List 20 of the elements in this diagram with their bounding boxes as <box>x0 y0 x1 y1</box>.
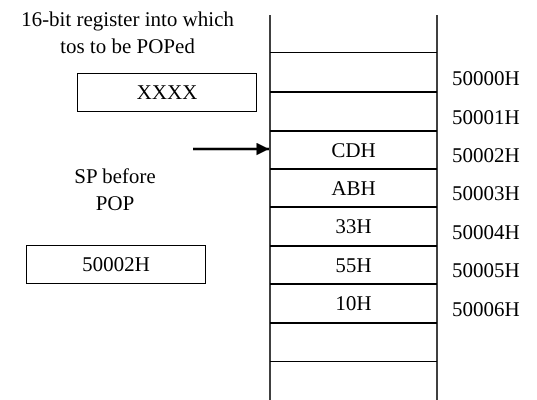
memory-address: 50006H <box>452 296 520 320</box>
register-box: XXXX <box>77 73 257 112</box>
empty-memory-cell <box>270 91 437 132</box>
memory-cell: ABH <box>270 168 437 208</box>
memory-cell: 10H <box>270 283 437 324</box>
memory-address: 50002H <box>452 143 520 167</box>
memory-address: 50000H <box>452 66 520 90</box>
memory-address: 50004H <box>452 220 520 244</box>
memory-cell: 33H <box>270 206 437 247</box>
pointer-arrow <box>193 142 269 156</box>
memory-cell: CDH <box>270 130 437 170</box>
memory-address: 50001H <box>452 104 520 128</box>
memory-cell: 55H <box>270 245 437 285</box>
register-caption: SP before POP <box>73 163 157 217</box>
empty-memory-cell <box>270 52 437 93</box>
register-caption: 16-bit register into which tos to be POPed <box>20 6 235 60</box>
empty-memory-cell <box>270 322 437 362</box>
register-box: 50002H <box>26 245 206 284</box>
memory-address: 50003H <box>452 181 520 205</box>
memory-address: 50005H <box>452 258 520 282</box>
